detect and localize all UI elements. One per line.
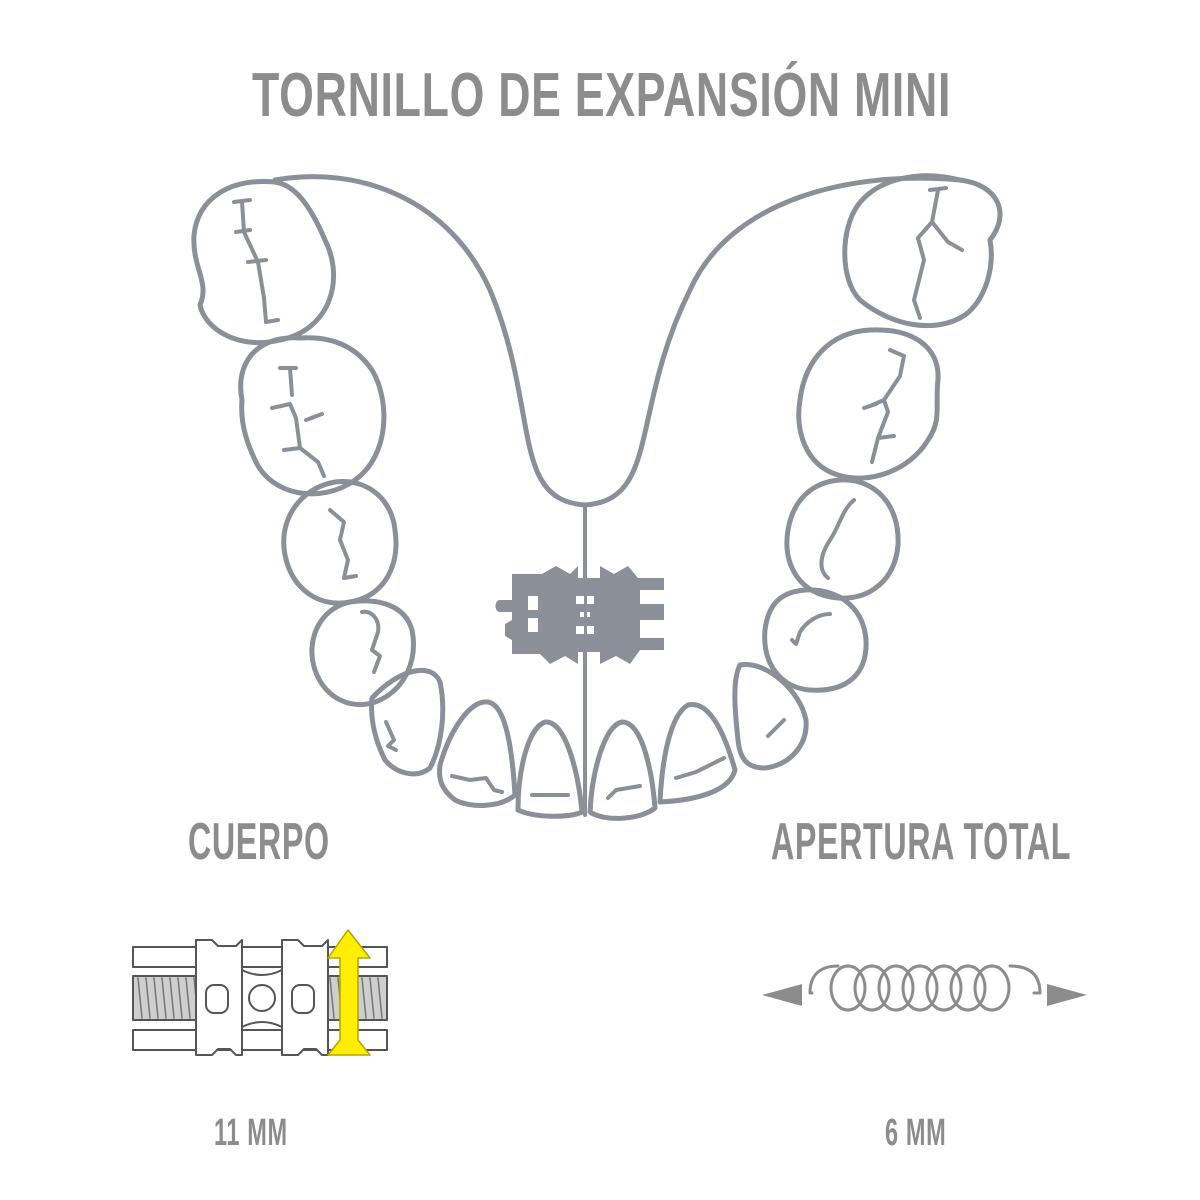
tooth-left-molar-2: [238, 335, 387, 497]
tooth-left-premolar-2: [309, 598, 416, 707]
tooth-left-central-incisor: [515, 719, 585, 819]
tooth-right-canine: [732, 661, 809, 771]
body-label: CUERPO: [188, 813, 330, 871]
tooth-right-molar-1: [842, 173, 1003, 329]
opening-label: APERTURA TOTAL: [771, 813, 1072, 871]
tooth-right-lateral-incisor: [657, 702, 738, 805]
tooth-left-premolar-1: [281, 479, 399, 606]
tooth-right-molar-2: [796, 327, 941, 481]
page-title: TORNILLO DE EXPANSIÓN MINI: [252, 61, 952, 130]
spring-double-arrow-icon: [762, 964, 1087, 1012]
tooth-right-premolar-2: [762, 587, 869, 693]
tooth-left-canine: [369, 667, 446, 777]
screw-body-with-arrow-icon: [132, 929, 388, 1056]
expansion-screw-icon: [495, 520, 664, 800]
body-value: 11 MM: [214, 1112, 288, 1154]
tooth-right-premolar-1: [784, 477, 901, 601]
tooth-left-molar-1: [191, 179, 337, 346]
tooth-right-central-incisor: [587, 719, 658, 821]
tooth-left-lateral-incisor: [437, 699, 518, 808]
opening-value: 6 MM: [885, 1112, 947, 1154]
